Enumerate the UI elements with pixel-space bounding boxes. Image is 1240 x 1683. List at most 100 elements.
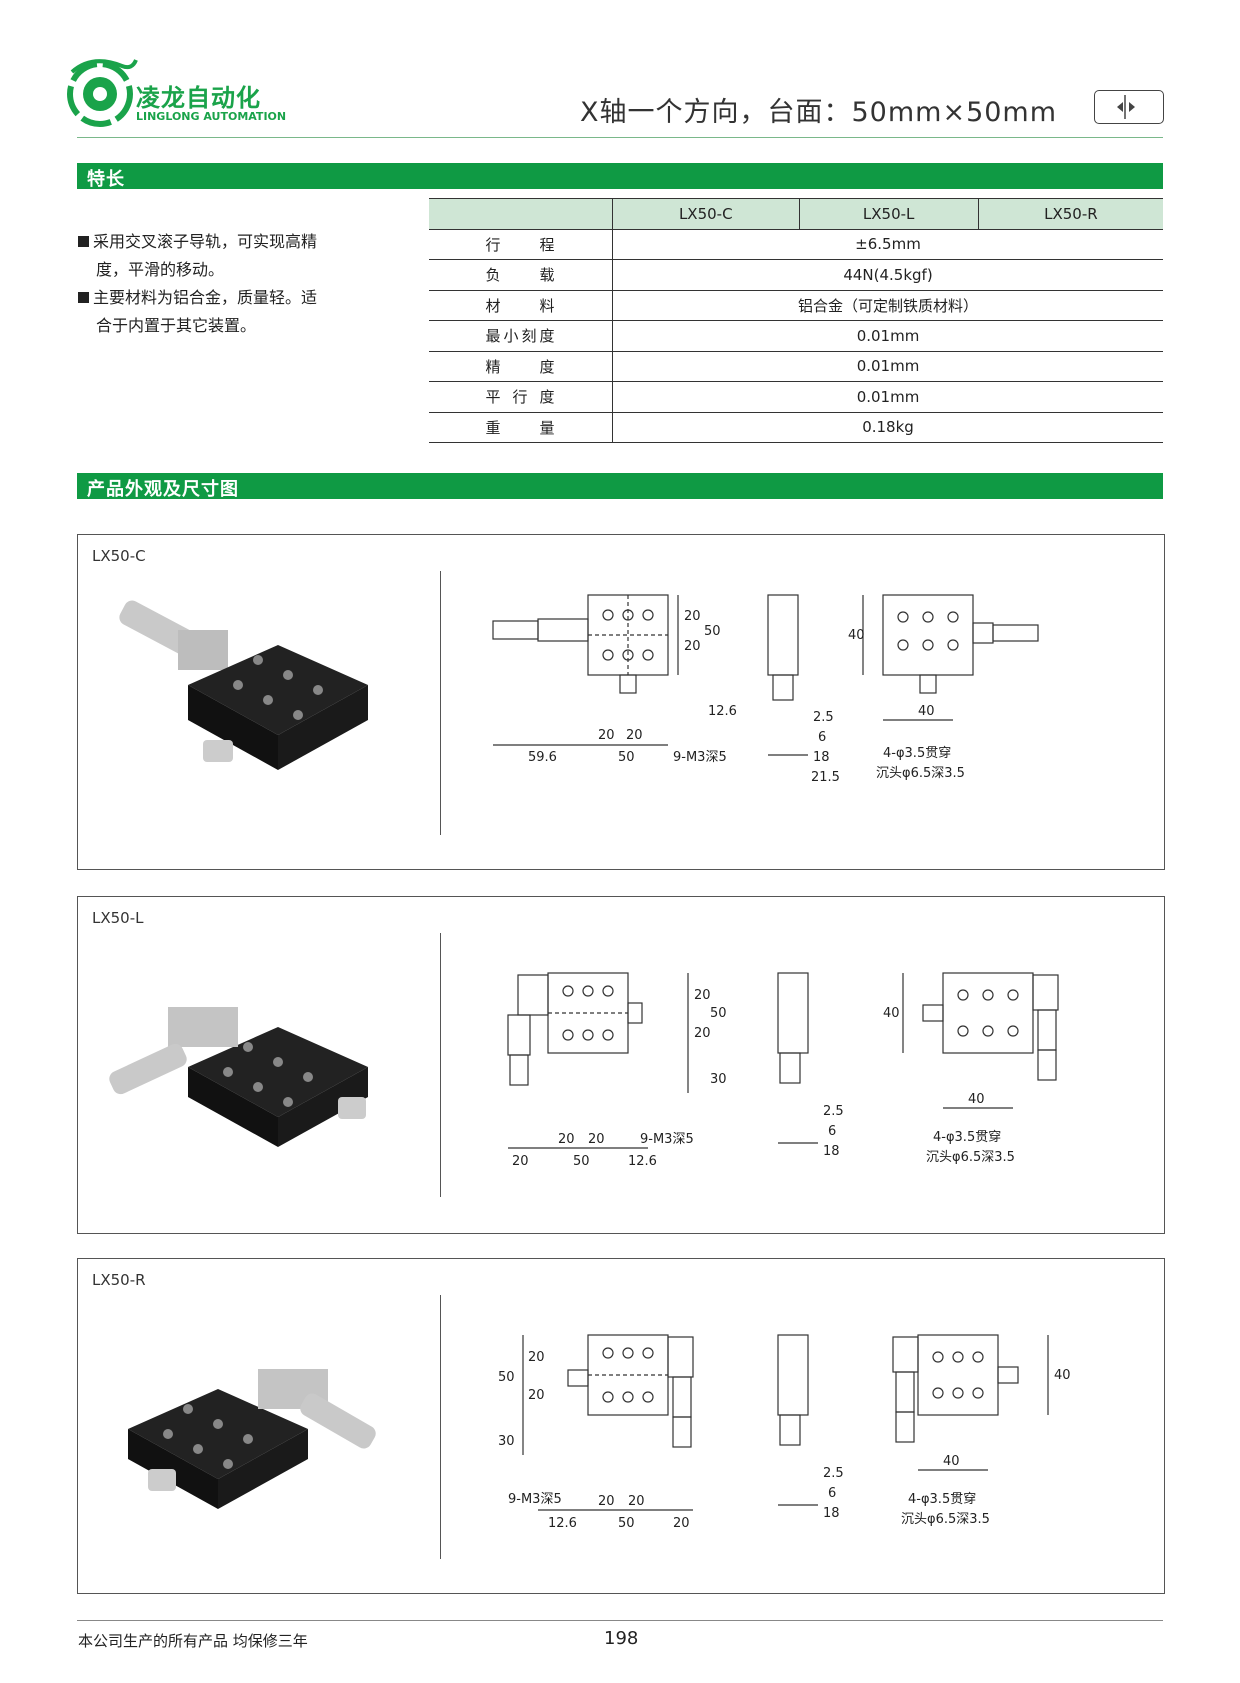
dim-label: 2.5 — [823, 1104, 844, 1119]
dim-label: 6 — [828, 1486, 836, 1501]
dim-label: 20 — [598, 728, 615, 743]
dim-label: 9-M3深5 — [673, 750, 727, 765]
dim-label: 4-φ3.5贯穿 — [883, 745, 951, 761]
dim-label: 20 — [626, 728, 643, 743]
dim-label: 20 — [684, 639, 701, 654]
dim-label: 20 — [528, 1350, 545, 1365]
dimensions-section-bar: 产品外观及尺寸图 — [77, 473, 1163, 500]
spec-value: 44N(4.5kgf) — [612, 259, 1163, 291]
spec-label: 负载 — [429, 259, 613, 291]
dim-label: 30 — [498, 1434, 515, 1449]
spec-value: 铝合金（可定制铁质材料） — [612, 290, 1163, 321]
spec-value: 0.01mm — [612, 351, 1163, 382]
dim-label: 沉头φ6.5深3.5 — [926, 1150, 1015, 1165]
table-row: 精度 0.01mm — [429, 351, 1163, 382]
feature-1-line2: 度，平滑的移动。 — [96, 260, 225, 279]
dimension-drawing-lx50-l: 20 20 50 30 20 50 20 20 12.6 9-M3深5 2.5 … — [507, 972, 1059, 1169]
dim-label: 40 — [943, 1454, 960, 1469]
spec-label: 精度 — [429, 351, 613, 382]
spec-value: 0.01mm — [612, 320, 1163, 352]
dim-label: 50 — [573, 1154, 590, 1169]
dim-label: 12.6 — [708, 704, 737, 719]
dim-label: 18 — [813, 750, 830, 765]
dim-label: 2.5 — [823, 1466, 844, 1481]
dim-label: 21.5 — [811, 770, 840, 785]
panel-divider — [440, 571, 441, 835]
dim-label: 6 — [828, 1124, 836, 1139]
dim-label: 40 — [968, 1092, 985, 1107]
stage-photo-icon — [128, 1369, 376, 1509]
dim-label: 9-M3深5 — [508, 1492, 562, 1507]
dim-label: 30 — [710, 1072, 727, 1087]
panel-divider — [440, 933, 441, 1197]
spec-header-col: LX50-C — [612, 198, 800, 230]
spec-value: ±6.5mm — [612, 229, 1163, 260]
stage-photo-icon — [119, 600, 368, 770]
dim-label: 59.6 — [528, 750, 557, 765]
table-row: 最小刻度 0.01mm — [429, 320, 1163, 352]
dim-label: 20 — [512, 1154, 529, 1169]
features-section-title: 特长 — [87, 169, 125, 190]
product-model-label: LX50-C — [92, 547, 146, 565]
dim-label: 6 — [818, 730, 826, 745]
dim-label: 40 — [918, 704, 935, 719]
product-panel-lx50-r: LX50-R — [77, 1258, 1165, 1594]
dim-label: 20 — [694, 988, 711, 1003]
dim-label: 20 — [528, 1388, 545, 1403]
dim-label: 沉头φ6.5深3.5 — [876, 766, 965, 781]
spec-header-col: LX50-L — [799, 198, 979, 230]
table-row: 行程 ±6.5mm — [429, 229, 1163, 260]
product-model-label: LX50-R — [92, 1271, 146, 1289]
spec-label: 行程 — [429, 229, 613, 260]
dim-label: 40 — [1054, 1368, 1071, 1383]
dim-label: 20 — [588, 1132, 605, 1147]
feature-item-1: 采用交叉滚子导轨，可实现高精 度，平滑的移动。 — [78, 228, 317, 284]
dim-label: 20 — [673, 1516, 690, 1531]
dim-label: 40 — [848, 628, 865, 643]
dim-label: 50 — [618, 750, 635, 765]
spec-table-header-row: LX50-C LX50-L LX50-R — [429, 198, 1163, 230]
brand-name-en: LINGLONG AUTOMATION — [136, 110, 287, 123]
gear-dragon-logo-icon — [67, 59, 138, 127]
dim-label: 9-M3深5 — [640, 1132, 694, 1147]
dim-label: 20 — [694, 1026, 711, 1041]
dim-label: 12.6 — [548, 1516, 577, 1531]
dim-label: 2.5 — [813, 710, 834, 725]
spec-label: 平行度 — [429, 381, 613, 413]
product-model-label: LX50-L — [92, 909, 144, 927]
dimension-drawing-lx50-r: 50 20 20 30 9-M3深5 12.6 50 20 20 20 2.5 … — [498, 1334, 1071, 1531]
spec-value: 0.18kg — [612, 412, 1163, 443]
spec-table: LX50-C LX50-L LX50-R 行程 ±6.5mm 负载 44N(4.… — [429, 198, 1163, 443]
spec-header-blank — [429, 198, 613, 230]
dim-label: 40 — [883, 1006, 900, 1021]
bullet-square-icon — [78, 292, 89, 303]
feature-item-2: 主要材料为铝合金，质量轻。适 合于内置于其它装置。 — [78, 284, 317, 340]
stage-photo-icon — [109, 1007, 368, 1147]
dimensions-section-title: 产品外观及尺寸图 — [87, 479, 239, 500]
feature-2-line2: 合于内置于其它装置。 — [96, 316, 257, 335]
spec-header-col: LX50-R — [978, 198, 1163, 230]
dim-label: 4-φ3.5贯穿 — [933, 1129, 1001, 1145]
footer-divider — [77, 1620, 1163, 1621]
warranty-note: 本公司生产的所有产品 均保修三年 — [78, 1632, 308, 1650]
dim-label: 4-φ3.5贯穿 — [908, 1491, 976, 1507]
table-row: 重量 0.18kg — [429, 412, 1163, 443]
page-title: X轴一个方向，台面：50mm×50mm — [580, 97, 1058, 128]
header-divider — [77, 137, 1163, 138]
company-logo — [62, 52, 262, 132]
table-row: 平行度 0.01mm — [429, 381, 1163, 413]
product-panel-lx50-c: LX50-C — [77, 534, 1165, 870]
dim-label: 18 — [823, 1506, 840, 1521]
dim-label: 12.6 — [628, 1154, 657, 1169]
spec-label: 重量 — [429, 412, 613, 443]
spec-label: 材料 — [429, 290, 613, 321]
dimension-drawing-lx50-c: 20 20 50 12.6 59.6 50 20 20 9-M3深5 2.5 6… — [492, 594, 1039, 785]
page-number: 198 — [604, 1628, 639, 1649]
feature-2-line1: 主要材料为铝合金，质量轻。适 — [93, 288, 318, 307]
dim-label: 50 — [710, 1006, 727, 1021]
spec-value: 0.01mm — [612, 381, 1163, 413]
dim-label: 20 — [558, 1132, 575, 1147]
dim-label: 50 — [618, 1516, 635, 1531]
dim-label: 沉头φ6.5深3.5 — [901, 1512, 990, 1527]
table-row: 负载 44N(4.5kgf) — [429, 259, 1163, 291]
